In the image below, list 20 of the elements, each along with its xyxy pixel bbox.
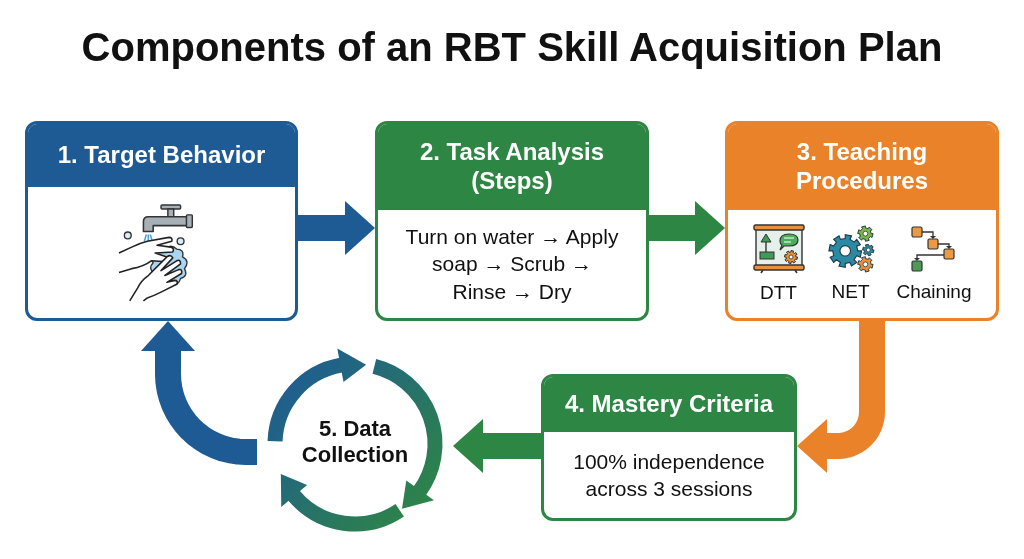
arrow [298,201,375,255]
curved-arrow [797,321,885,473]
diagram-title: Components of an RBT Skill Acquisition Plan [81,24,943,71]
icon-label: NET [831,281,870,303]
process-card [541,374,797,521]
process-card [25,121,298,321]
icon-label: Chaining [896,281,972,303]
card-text: 100% independence across 3 sessions [572,448,766,502]
arrow [649,201,725,255]
card-title: 2. Task Analysis (Steps) [418,138,606,196]
arrow [453,419,541,473]
card-text: Turn on water → Apply soap → Scrub → Rinse → Dry [404,224,620,305]
process-card [375,121,649,321]
cycle-label: 5. Data Collection [300,416,410,469]
curved-arrow [141,321,259,465]
icon-label: DTT [760,282,797,304]
card-title: 3. Teaching Procedures [794,138,930,196]
card-title: 4. Mastery Criteria [564,390,774,419]
process-card [725,121,999,321]
card-title: 1. Target Behavior [57,141,266,170]
